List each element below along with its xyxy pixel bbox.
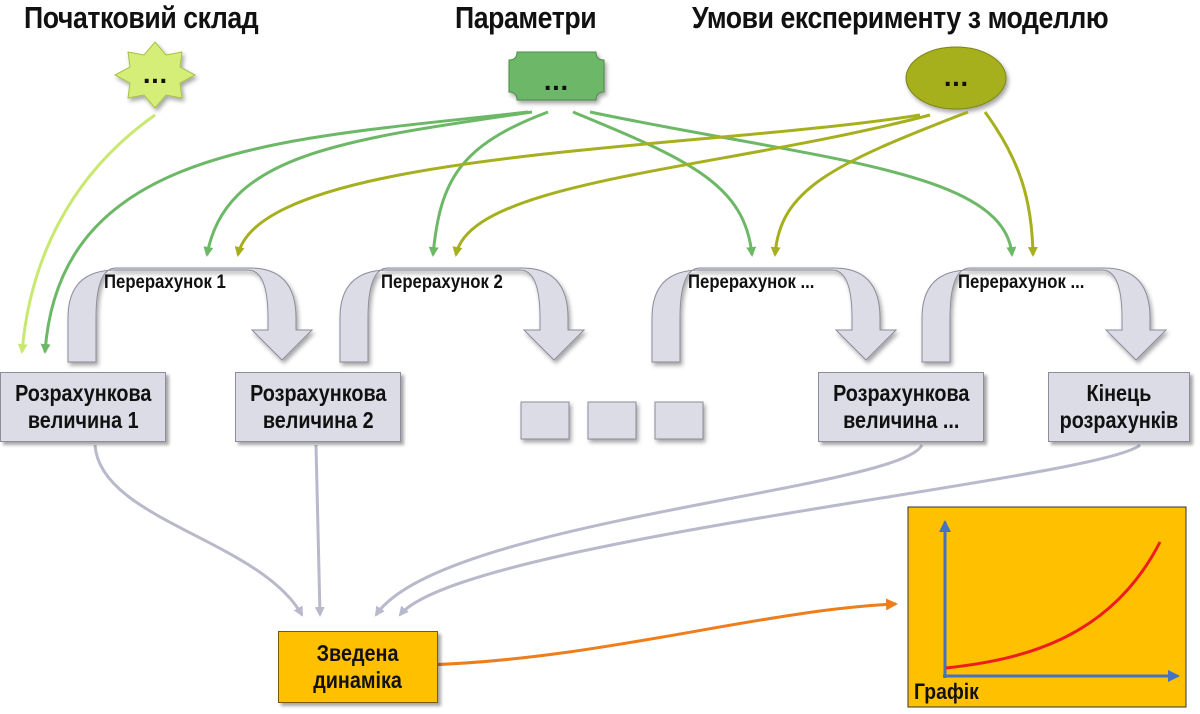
recalc-2-arrow [339,267,586,363]
recalc-4-arrow [921,267,1168,363]
value-2-line1: Розрахункова [249,380,387,406]
ellipsis-boxes [520,401,704,440]
ellipsis-box-3 [654,401,704,440]
end-line1: Кінець [1086,380,1152,406]
recalc-arrow-shapes [67,267,1168,363]
title-experiment-conditions: Умови експерименту з моделлю [692,0,1109,35]
parameters-box: ... [508,51,605,101]
initial-dots: ... [142,64,167,89]
recalc-1-arrow [67,267,314,363]
ellipsis-box-1 [520,401,570,440]
summary-dynamics-box: Зведена динаміка [278,631,438,703]
graph-curve [945,541,1162,670]
value-1-line1: Розрахункова [14,380,152,406]
initial-composition-star: ... [113,41,197,109]
flow-arrows [93,443,1141,617]
arrow-summary-to-graph [423,598,898,667]
end-line2: розрахунків [1059,407,1179,433]
arrow-initial-to-value1 [17,113,156,354]
conditions-dots: ... [943,67,968,92]
conditions-arrows [234,110,1038,257]
parameters-arrows [40,110,1017,354]
value-1-line2: величина 1 [27,407,139,433]
value-2-line2: величина 2 [262,407,374,433]
recalc-1-label: Перерахунок 1 [104,272,226,293]
graph-label: Графік [914,679,979,704]
title-parameters: Параметри [455,0,597,35]
summary-label: Зведена динаміка [313,640,403,693]
recalc-3-arrow [651,267,898,363]
parameters-dots: ... [543,71,568,96]
title-initial-composition: Початковий склад [24,0,259,35]
graph-panel [907,506,1187,708]
conditions-ellipse: ... [905,46,1007,110]
recalc-4-label: Перерахунок ... [958,272,1085,293]
value-3-line1: Розрахункова [832,380,970,406]
value-3-line2: величина ... [842,407,960,433]
recalc-2-label: Перерахунок 2 [381,272,503,293]
ellipsis-box-2 [587,401,637,440]
recalc-3-label: Перерахунок ... [688,272,815,293]
